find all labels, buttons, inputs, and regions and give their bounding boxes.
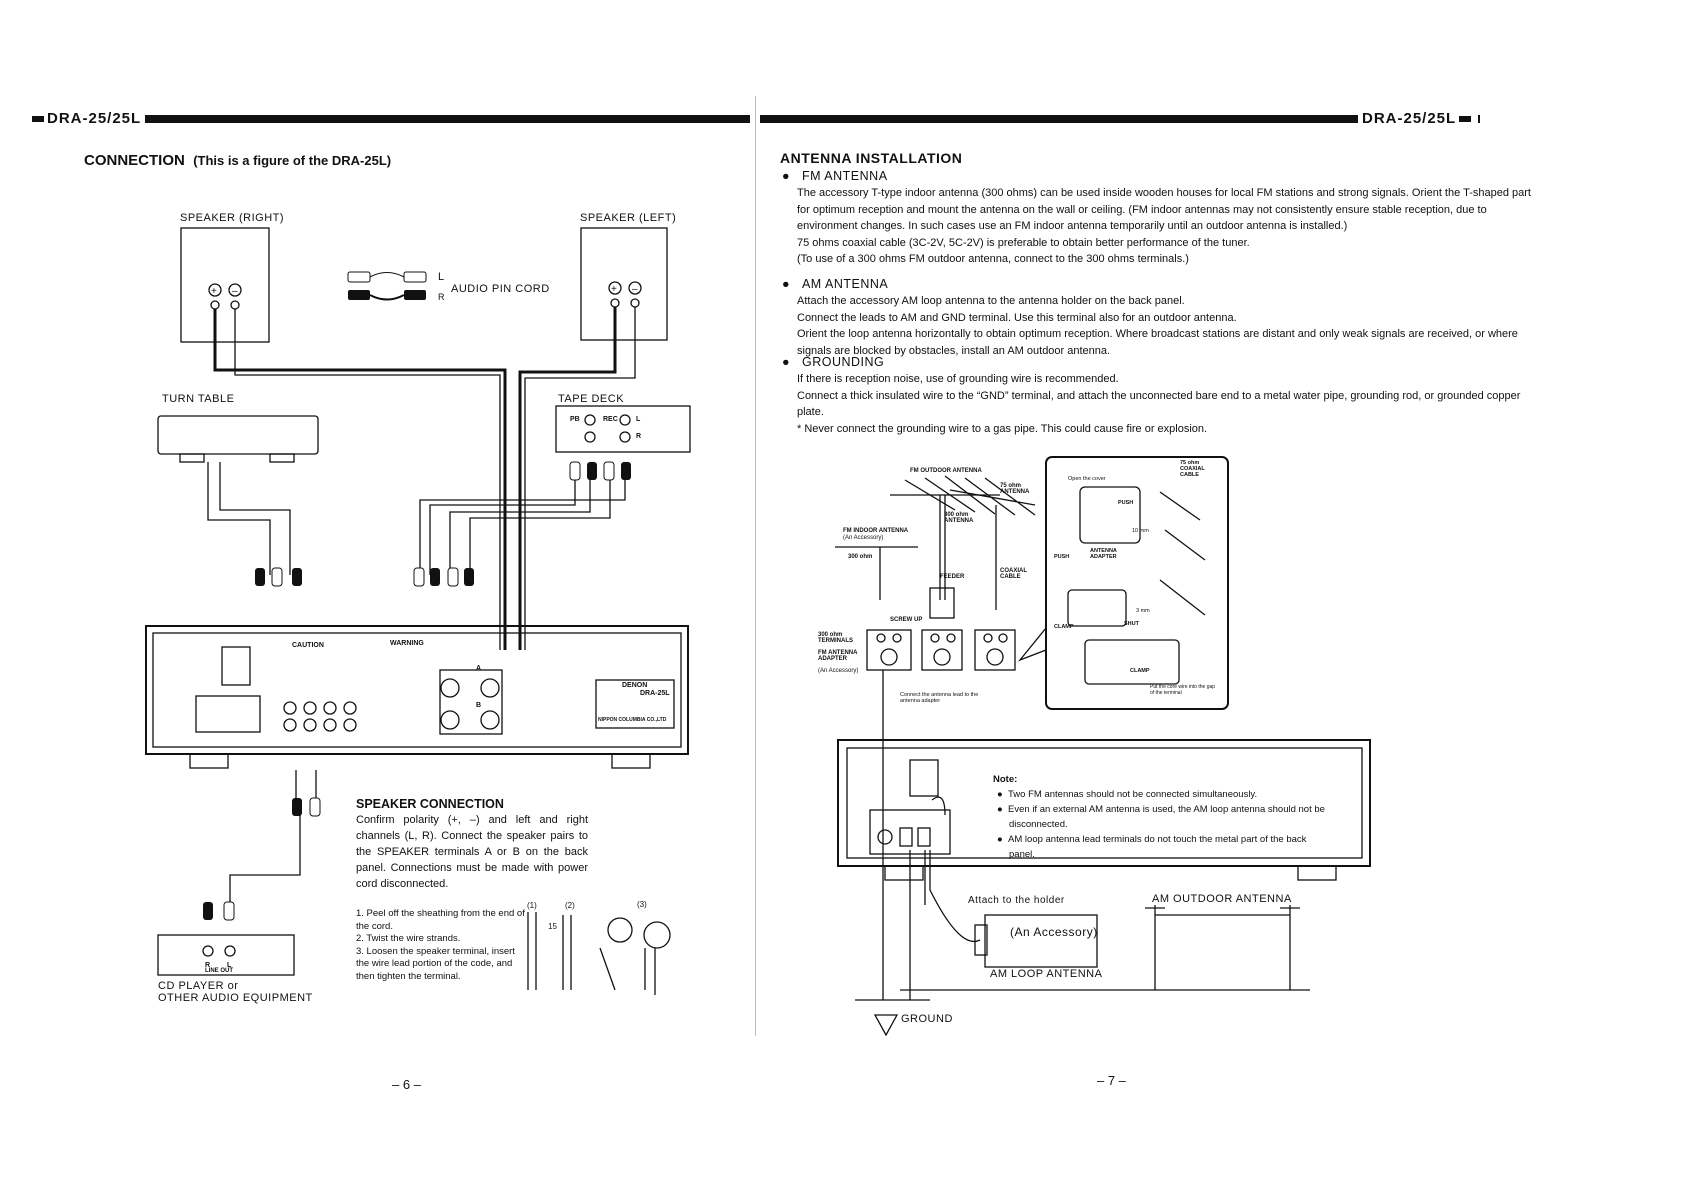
panel-model: DRA-25L [640,690,670,697]
panel-a: A [476,665,482,672]
tape-r-label: R [636,433,642,440]
am-antenna-body: Attach the accessory AM loop antenna to … [797,295,1518,357]
panel-b: B [476,702,482,709]
header-rule-left [25,115,750,123]
step-marker-1: (1) [527,901,537,910]
grounding-title: ● GROUNDING [782,355,885,369]
fm-adapter-accessory: (An Accessory) [818,668,859,674]
step-2: 2. Twist the wire strands. [356,933,461,944]
svg-text:–: – [232,286,238,297]
feeder-label: FEEDER [940,574,965,580]
am-loop-label: AM LOOP ANTENNA [990,968,1103,980]
audio-pin-cord-label: AUDIO PIN CORD [451,283,550,295]
adapter-inset-box [1045,456,1229,710]
antenna-note: Note: ● Two FM antennas should not be co… [993,772,1333,862]
ohm300-terminals-label: 300 ohm TERMINALS [818,632,853,644]
turntable-shape [157,415,319,455]
speaker-right-box [180,227,270,343]
core-note: Put the core wire into the gap of the te… [1150,684,1216,696]
clamp2-label: CLAMP [1130,668,1150,674]
model-label-right: DRA-25/25L [1358,111,1479,127]
tape-rec-label: REC [603,416,618,423]
panel-brand: DENON [622,682,648,689]
ohm300-label: 300 ohm [848,554,873,560]
am-antenna-title: ● AM ANTENNA [782,277,889,291]
connection-title: CONNECTION (This is a figure of the DRA-… [84,152,392,169]
ohm300-antenna-label: 300 ohm ANTENNA [944,512,974,524]
strip-length: 15 [548,922,557,931]
center-fold [755,96,756,1036]
antenna-title: ANTENNA INSTALLATION [780,150,963,166]
step-marker-2: (2) [565,901,575,910]
step-1: 1. Peel off the sheathing from the end o… [356,908,525,932]
back-panel-right [837,739,1371,867]
grounding-body: If there is reception noise, use of grou… [797,373,1521,435]
shut-label: SHUT [1124,621,1139,627]
fm-adapter-label: FM ANTENNA ADAPTER [818,650,858,662]
connect-note: Connect the antenna lead to the antenna … [900,692,979,704]
clamp-label: CLAMP [1054,624,1074,630]
am-outdoor-label: AM OUTDOOR ANTENNA [1152,893,1292,905]
wire-steps: 1. Peel off the sheathing from the end o… [356,908,526,983]
cd-r-label: R [205,962,211,969]
svg-text:+: + [611,284,617,295]
fm-antenna-title: ● FM ANTENNA [782,169,888,183]
panel-maker: NIPPON COLUMBIA CO.,LTD [598,717,667,723]
mm10-label: 10 mm [1132,528,1149,534]
fm-outdoor-label: FM OUTDOOR ANTENNA [910,468,982,474]
panel-caution: CAUTION [292,642,324,649]
am-accessory-label: (An Accessory) [1010,925,1098,939]
speaker-connection-title: SPEAKER CONNECTION [356,797,504,811]
coaxial-cable-label: COAXIAL CABLE [1000,568,1027,580]
note-item-1: ● Two FM antennas should not be connecte… [997,789,1258,800]
tape-deck-label: TAPE DECK [558,393,625,405]
push2-label: PUSH [1054,554,1070,560]
open-cover-label: Open the cover [1068,476,1106,482]
screw-up-label: SCREW UP [890,617,923,623]
step-3: 3. Loosen the speaker terminal, insert t… [356,945,515,982]
back-panel-left [145,625,689,755]
tape-pb-label: PB [570,416,580,423]
attach-holder-label: Attach to the holder [968,895,1065,906]
cd-l-label: L [227,962,232,969]
model-label-left: DRA-25/25L [25,111,146,127]
fm-antenna-body: The accessory T-type indoor antenna (300… [797,187,1531,265]
note-item-3: ● AM loop antenna lead terminals do not … [997,834,1307,860]
turn-table-label: TURN TABLE [162,393,235,405]
step-marker-3: (3) [637,900,647,909]
panel-warning: WARNING [390,640,424,647]
ohm75-antenna-label: 75 ohm ANTENNA [1000,483,1030,495]
header-rule-right [760,115,1480,123]
tape-l-label: L [636,416,641,423]
pin-r-label: R [438,292,445,302]
pin-l-label: L [438,271,445,283]
speaker-connection-body: Confirm polarity (+, –) and left and rig… [356,814,588,890]
cd-player-label: CD PLAYER or OTHER AUDIO EQUIPMENT [158,980,313,1004]
push-label: PUSH [1118,500,1134,506]
note-item-2: ● Even if an external AM antenna is used… [997,804,1325,830]
svg-text:–: – [632,284,638,295]
line-out-label: LINE OUT [205,968,233,974]
svg-text:+: + [211,286,217,297]
antenna-adapter-label: ANTENNA ADAPTER [1090,548,1117,560]
tape-deck-box [555,405,691,453]
ground-label: GROUND [901,1013,953,1025]
speaker-left-label: SPEAKER (LEFT) [580,212,677,224]
fm-indoor-label: FM INDOOR ANTENNA [843,528,909,534]
page-number-right: – 7 – [1097,1073,1126,1088]
page-number-left: – 6 – [392,1077,421,1092]
fm-indoor-accessory: (An Accessory) [843,535,884,541]
mm3-label: 3 mm [1136,608,1150,614]
connection-diagram: + – + – [145,227,691,995]
cd-player-box [157,934,295,976]
speaker-right-label: SPEAKER (RIGHT) [180,212,285,224]
coax75-label: 75 ohm COAXIAL CABLE [1180,460,1205,478]
speaker-left-box [580,227,668,341]
